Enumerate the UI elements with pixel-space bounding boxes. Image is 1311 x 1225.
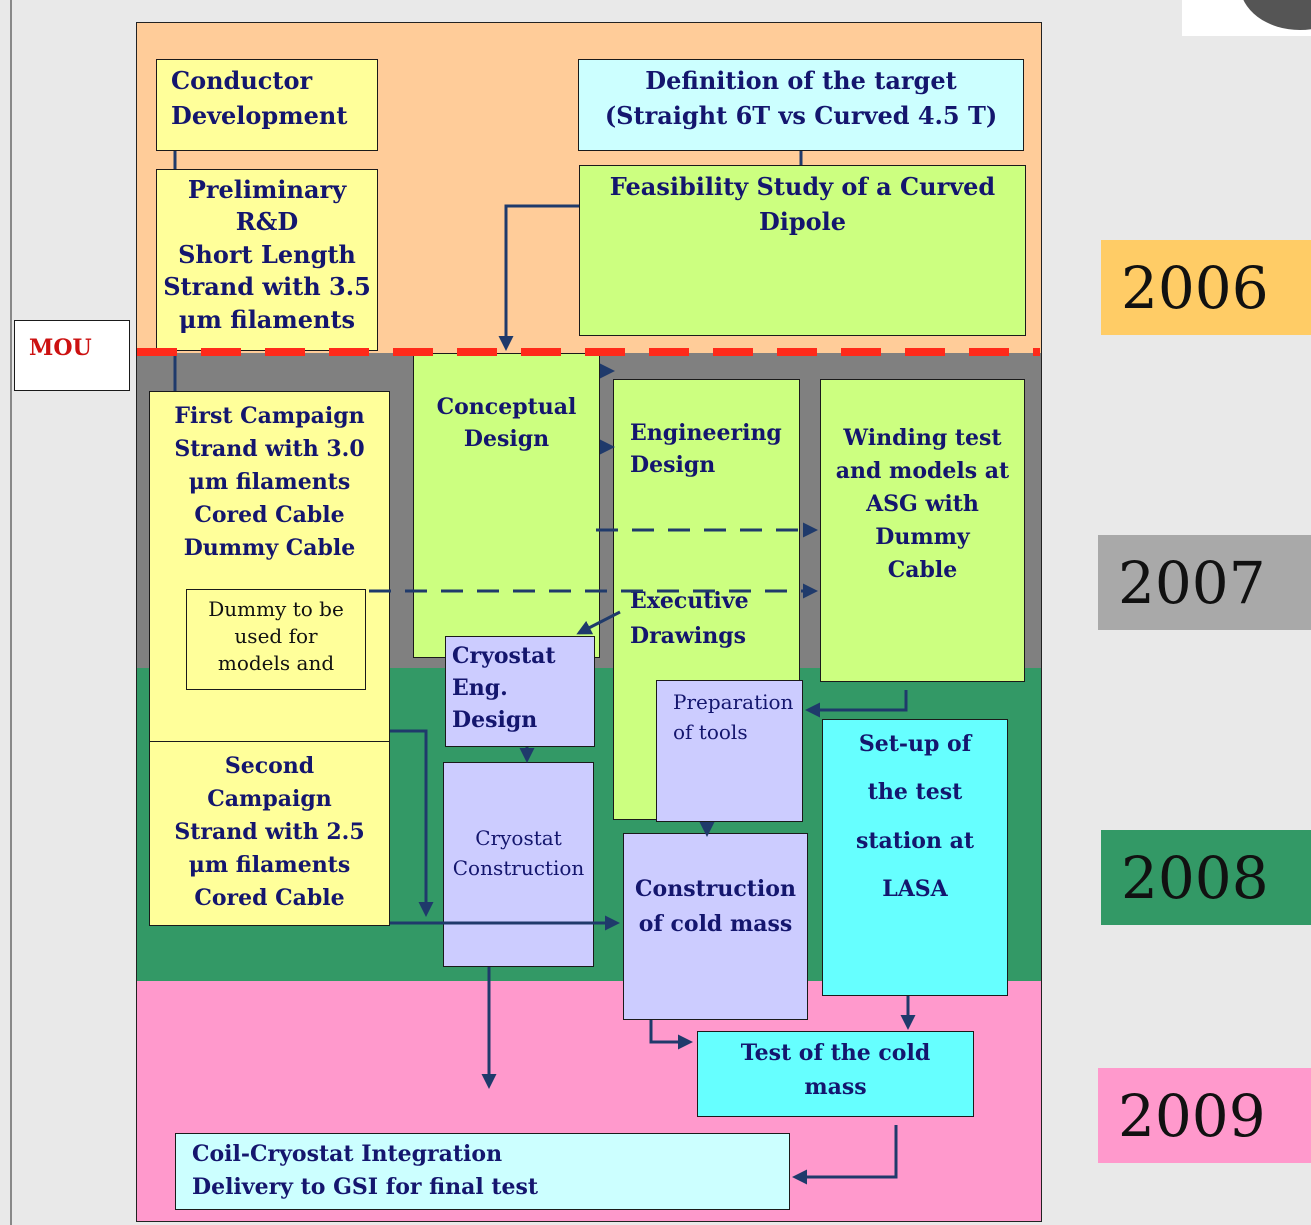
arrow-executive-cryostat: [576, 610, 621, 635]
arrow-first-cryostat-construction: [390, 729, 434, 917]
arrow-feasibility-conceptual: [498, 204, 579, 351]
diagram-frame: [136, 22, 1042, 1222]
engineering-design-label: Engineering Design: [630, 419, 782, 478]
winding-test-box: Winding test and models at ASG with Dumm…: [820, 379, 1025, 682]
test-cold-mass-box: Test of the cold mass: [697, 1031, 974, 1117]
setup-test-station-box: Set-up of the test station at LASA: [822, 719, 1008, 996]
arrow-test-integration: [792, 1125, 898, 1185]
year-label-2008: 2008: [1101, 830, 1311, 925]
conductor-development-box: Conductor Development: [156, 59, 378, 151]
preliminary-rd-box: Preliminary R&D Short Length Strand with…: [156, 169, 378, 351]
second-campaign-box: Second Campaign Strand with 2.5 μm filam…: [149, 741, 390, 926]
year-label-2009: 2009: [1098, 1068, 1311, 1163]
mou-label: MOU: [14, 320, 130, 391]
arrow-coldmass-test: [649, 1020, 693, 1050]
left-rule: [10, 0, 12, 1225]
preparation-tools-box: Preparation of tools: [656, 680, 803, 822]
cryostat-construction-box: Cryostat Construction: [443, 762, 594, 967]
cryostat-eng-design-box: Cryostat Eng. Design: [445, 636, 595, 747]
year-label-2007: 2007: [1098, 535, 1311, 630]
arrow-winding-preparation: [805, 690, 908, 718]
construction-cold-mass-box: Construction of cold mass: [623, 833, 808, 1020]
definition-target-box: Definition of the target (Straight 6T vs…: [578, 59, 1024, 151]
coil-cryostat-integration-box: Coil-Cryostat Integration Delivery to GS…: [175, 1133, 790, 1210]
year-label-2006: 2006: [1101, 240, 1311, 335]
dummy-note-box: Dummy to be used for models and: [186, 589, 366, 690]
decorative-shape: [1182, 0, 1311, 36]
feasibility-study-box: Feasibility Study of a Curved Dipole: [579, 165, 1026, 336]
executive-drawings-label: Executive Drawings: [630, 588, 749, 650]
